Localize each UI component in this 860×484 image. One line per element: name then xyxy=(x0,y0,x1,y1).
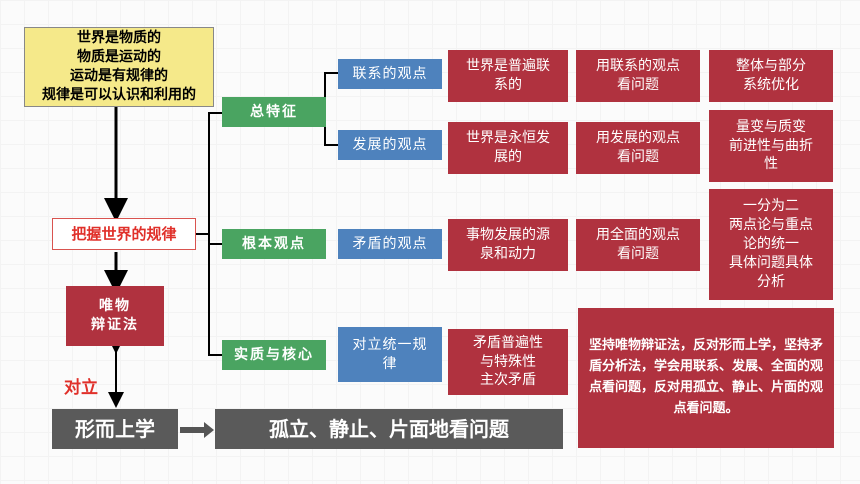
left-bracket-line xyxy=(208,112,210,355)
summary-box: 坚持唯物辩证法，反对形而上学，坚持矛盾分析法，学会用联系、发展、全面的观点看问题… xyxy=(578,308,834,448)
detail-development: 量变与质变 前进性与曲折 性 xyxy=(709,110,833,182)
grasp-law-label: 把握世界的规律 xyxy=(52,218,196,250)
worldview-premise-box: 世界是物质的 物质是运动的 运动是有规律的 规律是可以认识和利用的 xyxy=(24,27,214,107)
category-fundamental: 根本观点 xyxy=(222,229,326,259)
detail-contradiction: 一分为二 两点论与重点 论的统一 具体问题具体 分析 xyxy=(709,189,833,300)
detail-connection: 整体与部分 系统优化 xyxy=(709,50,833,102)
bracket-branch-general xyxy=(208,112,222,114)
category-essence: 实质与核心 xyxy=(222,340,326,370)
method-contradiction: 用全面的观点 看问题 xyxy=(576,219,700,271)
bracket-link-grasp xyxy=(196,233,209,235)
bracket-branch-essence xyxy=(208,354,222,356)
arrow-metaphysics-head xyxy=(204,422,214,438)
view-unity-law: 对立统一规 律 xyxy=(338,327,442,382)
view-contradiction: 矛盾的观点 xyxy=(338,229,442,259)
metaphysics-box: 形而上学 xyxy=(52,409,178,449)
metaphysics-view-box: 孤立、静止、片面地看问题 xyxy=(215,409,563,449)
opposite-label: 对立 xyxy=(64,378,98,398)
desc-development: 世界是永恒发 展的 xyxy=(448,122,568,174)
category-general: 总特征 xyxy=(222,97,326,127)
desc-contradiction: 事物发展的源 泉和动力 xyxy=(448,219,568,271)
bracket-branch-fundamental xyxy=(208,243,222,245)
desc-connection: 世界是普遍联 系的 xyxy=(448,50,568,102)
view-connection: 联系的观点 xyxy=(338,59,442,89)
method-connection: 用联系的观点 看问题 xyxy=(576,50,700,102)
general-split-bottom xyxy=(324,144,338,146)
view-development: 发展的观点 xyxy=(338,130,442,160)
desc-unity-law: 矛盾普遍性 与特殊性 主次矛盾 xyxy=(448,329,568,395)
materialist-dialectics-box: 唯物 辩证法 xyxy=(66,286,164,346)
general-split-top xyxy=(324,72,338,74)
method-development: 用发展的观点 看问题 xyxy=(576,122,700,174)
